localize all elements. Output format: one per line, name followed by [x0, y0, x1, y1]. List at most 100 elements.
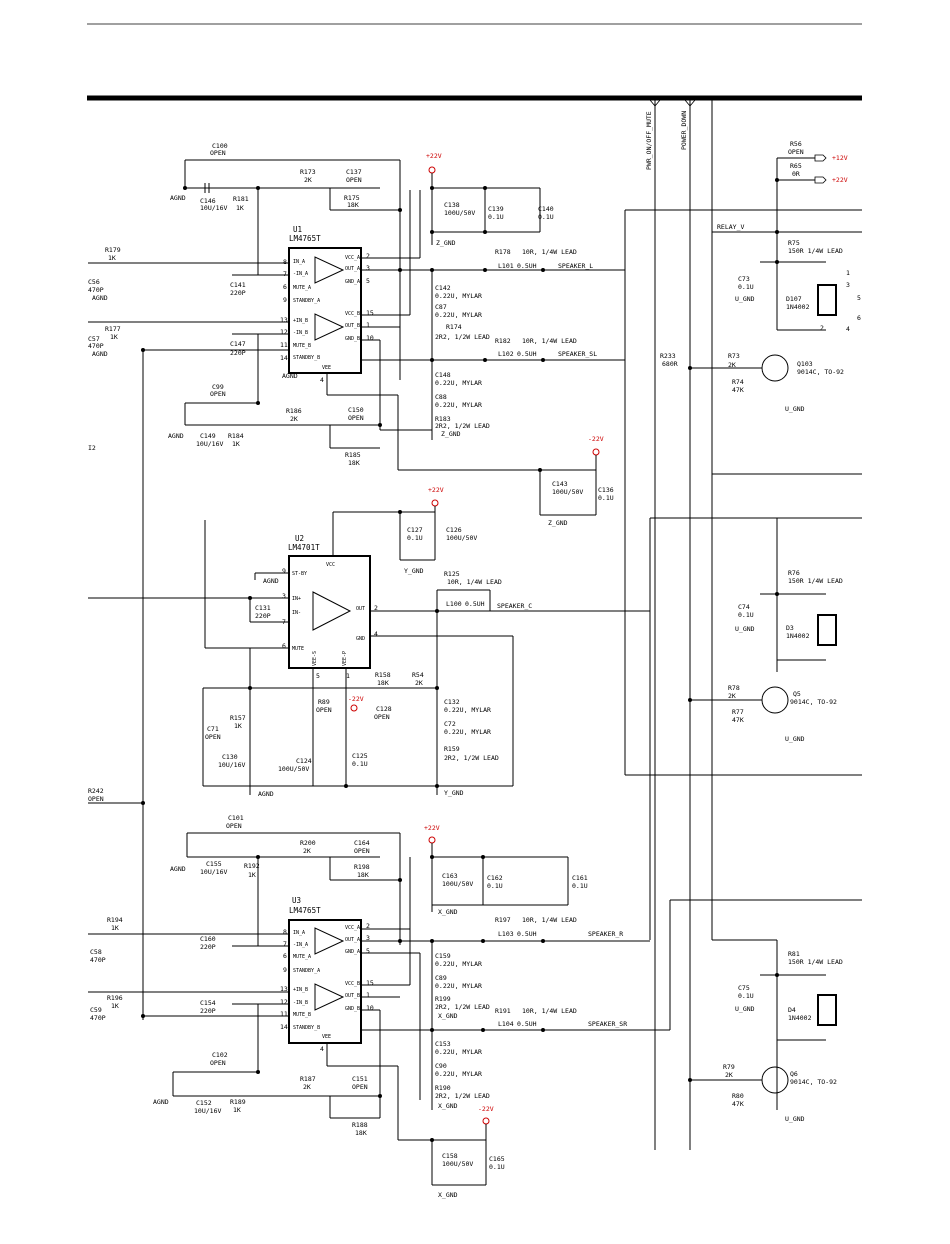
comp-c161-1-label: 0.1U [572, 882, 588, 890]
comp-r158-0-label: R158 [375, 671, 391, 679]
comp-c57-0-label: C57 [88, 335, 100, 343]
pins-4765-right-2-label: GND_A [345, 279, 360, 285]
comp-r74-1-label: 47K [732, 386, 744, 394]
pins-4765-nums-left-5-label: 12 [280, 998, 288, 1006]
comp-c99-1-label: OPEN [210, 390, 226, 398]
pins-4765-right-6-label: VEE [322, 1034, 331, 1040]
comp-r190-1-label: 2R2, 1/2W LEAD [435, 1092, 490, 1100]
comp-c90-1-label: 0.22U, MYLAR [435, 1070, 482, 1078]
comp-c128-0-label: C128 [376, 705, 392, 713]
comp-r159-0-label: R159 [444, 745, 460, 753]
comp-r74-0-label: R74 [732, 378, 744, 386]
nets-u-gnd-label: U_GND [785, 405, 805, 413]
pins-4701-right-0-label: OUT [356, 606, 365, 612]
comp-r79-0-label: R79 [723, 1063, 735, 1071]
comp-r194-1-label: 1K [111, 924, 119, 932]
pins-4701-nums-5-label: 4 [374, 630, 378, 638]
net-power-down: POWER_DOWN [680, 111, 688, 150]
comp-r186-1-label: 2K [290, 415, 298, 423]
u1-block: U1 LM4765T IN_A -IN_A MUTE_A STANDBY_A +… [88, 142, 625, 527]
comp-d3-0-label: D3 [786, 624, 794, 632]
nets-x-gnd-label: X_GND [438, 908, 458, 916]
comp-r179-0-label: R179 [105, 246, 121, 254]
nets-plus22-label: +22V [832, 176, 848, 184]
comp-c152-0-label: C152 [196, 1099, 212, 1107]
comp-q5-0-label: Q5 [793, 690, 801, 698]
comp-c146-0-label: C146 [200, 197, 216, 205]
pins-4765-nums-left-7-label: 14 [280, 354, 288, 362]
relay-pins-4-label: 5 [857, 294, 861, 302]
nets-agnd-label: AGND [168, 432, 184, 440]
pins-4765-right-3-label: VCC_B [345, 311, 360, 317]
pins-4765-nums-left-5-label: 12 [280, 328, 288, 336]
pins-4765-nums-left-6-label: 11 [280, 1010, 288, 1018]
comp-r81-1-label: 150R 1/4W LEAD [788, 958, 843, 966]
comp-d107-1-label: 1N4002 [786, 303, 810, 311]
nets-u-gnd-label: U_GND [735, 1005, 755, 1013]
comp-r197-0-label: R197 [495, 916, 511, 924]
nets-agnd-label: AGND [263, 577, 279, 585]
nets-agnd-label: AGND [170, 194, 186, 202]
comp-c90-0-label: C90 [435, 1062, 447, 1070]
pins-4765-nums-right-0-label: 2 [366, 252, 370, 260]
comp-r187-0-label: R187 [300, 1075, 316, 1083]
comp-r77-0-label: R77 [732, 708, 744, 716]
comp-c146-1-label: 10U/16V [200, 204, 227, 212]
nets-speaker-sr-label: SPEAKER_SR [588, 1020, 627, 1028]
comp-c125-1-label: 0.1U [352, 760, 368, 768]
pins-4765-nums-left-0-label: 8 [283, 928, 287, 936]
relay-3 [817, 994, 837, 1026]
pins-4765-nums-left-3-label: 9 [283, 296, 287, 304]
pins-4765-right-5-label: GND_B [345, 1006, 360, 1012]
net-pwr-mute: PWR_ON/OFF_MUTE [645, 111, 653, 170]
comp-r54-1-label: 2K [415, 679, 423, 687]
comp-c163-1-label: 100U/50V [442, 880, 473, 888]
comp-r188-0-label: R188 [352, 1121, 368, 1129]
comp-c56-1-label: 470P [88, 286, 104, 294]
comp-r56-0-label: R56 [790, 140, 802, 148]
comp-r125-0-label: R125 [444, 570, 460, 578]
comp-r185-0-label: R185 [345, 451, 361, 459]
comp-r157-1-label: 1K [234, 722, 242, 730]
comp-l101-0-label: L101 [498, 262, 514, 270]
pins-4765-right-2-label: GND_A [345, 949, 360, 955]
nets-agnd-label: AGND [153, 1098, 169, 1106]
comp-c148-1-label: 0.22U, MYLAR [435, 379, 482, 387]
chips-u3-ref-label: U3 [292, 896, 301, 905]
comp-l103-0-label: L103 [498, 930, 514, 938]
comp-r184-0-label: R184 [228, 432, 244, 440]
comp-r174-0-label: R174 [446, 323, 462, 331]
pins-4765-nums-left-7-label: 14 [280, 1023, 288, 1031]
pins-4765-nums-right-1-label: 3 [366, 934, 370, 942]
pins-4765-nums-left-2-label: 6 [283, 952, 287, 960]
pins-4765-nums-right-6-label: 4 [320, 376, 324, 384]
relay-pins-3-label: 4 [846, 325, 850, 333]
comp-c130-0-label: C130 [222, 753, 238, 761]
comp-c140-0-label: C140 [538, 205, 554, 213]
comp-r80-0-label: R80 [732, 1092, 744, 1100]
pins-4765-left-7-label: STANDBY_B [293, 355, 320, 361]
comp-c88-0-label: C88 [435, 393, 447, 401]
comp-c59-1-label: 470P [90, 1014, 106, 1022]
nets-y-gnd-label: Y_GND [444, 789, 464, 797]
comp-r73-1-label: 2K [728, 361, 736, 369]
comp-r125-1-label: 10R, 1/4W LEAD [447, 578, 502, 586]
comp-r186-0-label: R186 [286, 407, 302, 415]
comp-c165-1-label: 0.1U [489, 1163, 505, 1171]
relay-pins-5-label: 6 [857, 314, 861, 322]
comp-r182-0-label: R182 [495, 337, 511, 345]
comp-c100-0-label: C100 [212, 142, 228, 150]
comp-r175-1-label: 18K [347, 201, 359, 209]
pins-4765-right-5-label: GND_B [345, 336, 360, 342]
pins-4765-nums-right-3-label: 15 [366, 309, 374, 317]
comp-c72-1-label: 0.22U, MYLAR [444, 728, 491, 736]
comp-r157-0-label: R157 [230, 714, 246, 722]
comp-c87-1-label: 0.22U, MYLAR [435, 311, 482, 319]
comp-q6-1-label: 9014C, TO-92 [790, 1078, 837, 1086]
comp-c137-0-label: C137 [346, 168, 362, 176]
comp-r199-0-label: R199 [435, 995, 451, 1003]
nets-plus22-label: +22V [428, 486, 444, 494]
pins-4765-left-6-label: MUTE_B [293, 1012, 311, 1018]
